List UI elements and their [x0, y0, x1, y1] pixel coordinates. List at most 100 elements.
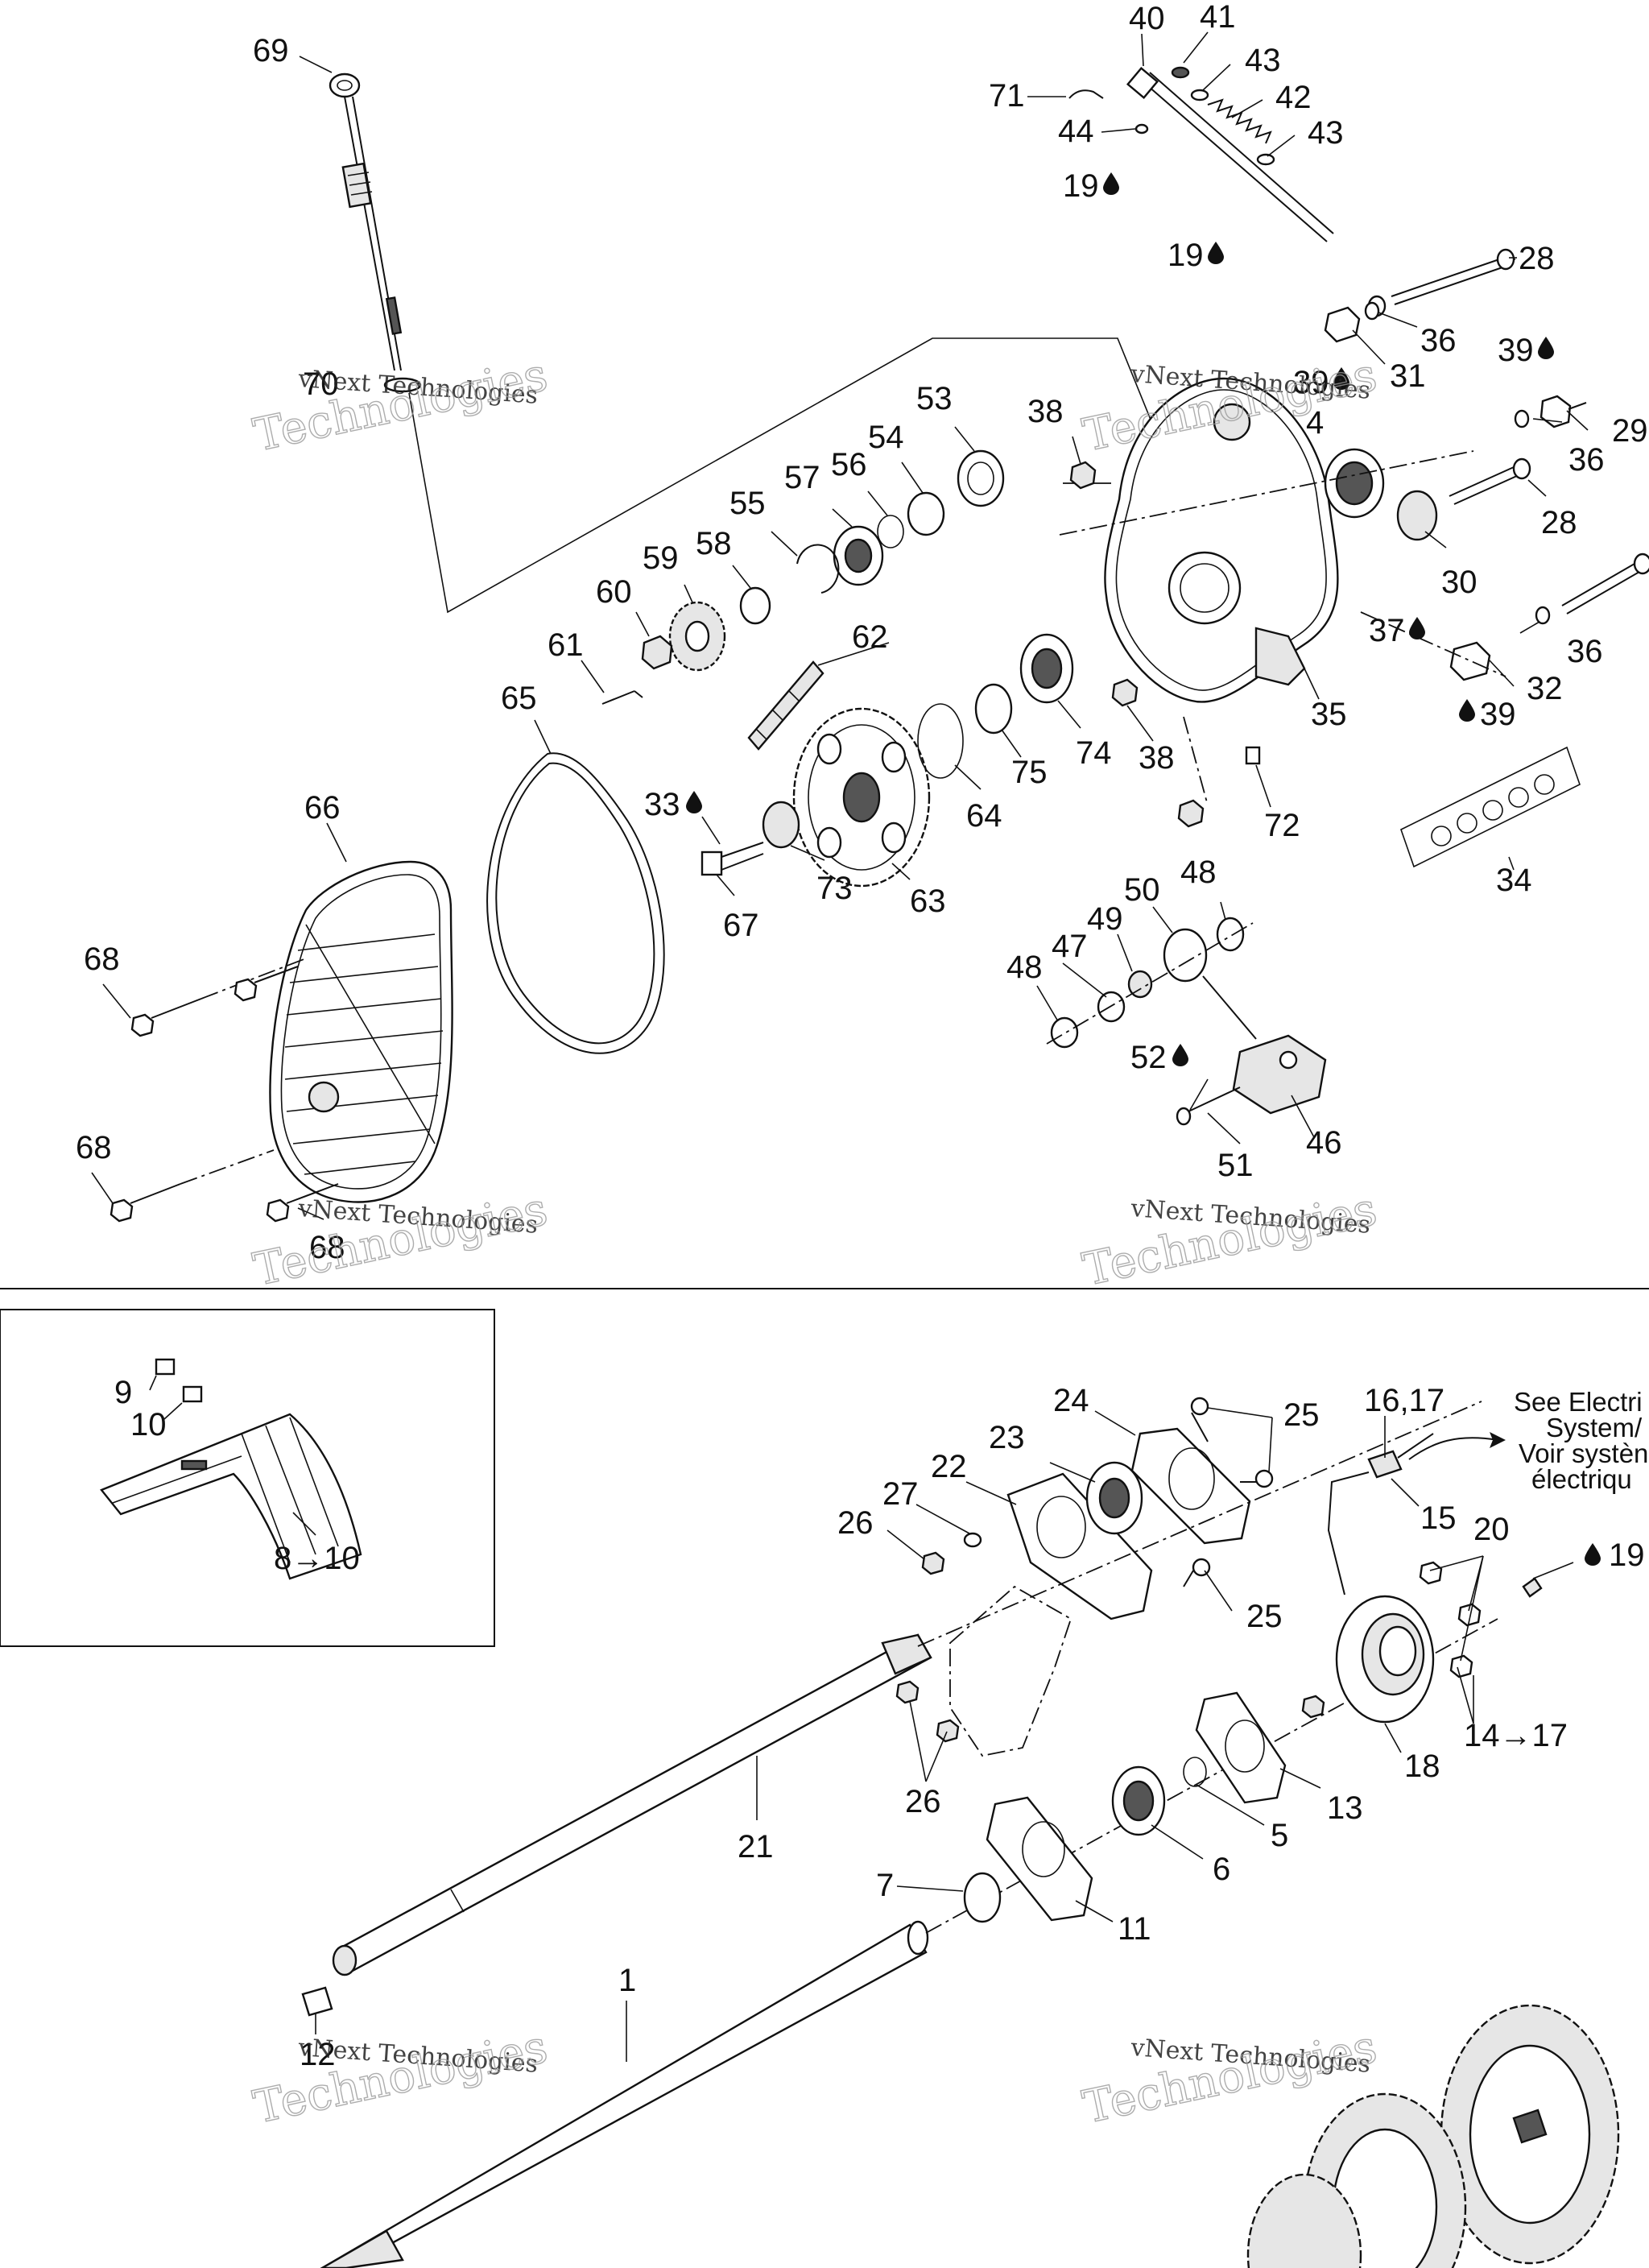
washer [739, 586, 771, 625]
grease-fitting [1522, 1577, 1543, 1598]
nut [936, 1719, 960, 1743]
label-73: 73 [816, 871, 853, 906]
nut [1111, 678, 1139, 707]
spring [1207, 98, 1272, 144]
drive-axle [320, 1920, 929, 2268]
watermark-outline: Technologies [249, 2021, 552, 2134]
bolt [1324, 248, 1515, 343]
washer [1216, 917, 1245, 952]
label-43: 43 [1308, 115, 1344, 151]
label-42: 42 [1275, 80, 1312, 115]
label-36: 36 [1420, 323, 1457, 358]
bolt [266, 1183, 339, 1223]
label-33: 33 [644, 787, 680, 822]
label-32: 32 [1527, 671, 1563, 706]
label-44: 44 [1058, 114, 1094, 149]
track-detail [100, 1358, 362, 1580]
nut [1177, 799, 1205, 828]
label-19: 19 [1063, 168, 1099, 204]
label-60: 60 [596, 574, 632, 610]
label-48: 48 [1006, 950, 1043, 985]
label-4: 4 [1306, 405, 1324, 441]
dipstick [329, 72, 422, 393]
label-70: 70 [303, 366, 339, 402]
shim-set [1400, 746, 1581, 868]
gasket [486, 752, 665, 1054]
label-71: 71 [989, 78, 1025, 114]
label-68: 68 [84, 942, 120, 977]
label-9: 9 [114, 1375, 132, 1410]
nut [895, 1680, 920, 1704]
label-8-to-10: 8→10 [274, 1541, 360, 1576]
label-40: 40 [1129, 1, 1165, 36]
label-10: 10 [130, 1407, 167, 1442]
bearing [1111, 1765, 1166, 1836]
label-37: 37 [1369, 613, 1405, 648]
label-28: 28 [1541, 505, 1577, 540]
label-41: 41 [1200, 0, 1236, 35]
label-62: 62 [852, 619, 888, 655]
bearing-flange [986, 1796, 1093, 1922]
label-55: 55 [729, 486, 766, 521]
bolt [1240, 1469, 1274, 1488]
bearing [1019, 633, 1074, 704]
drive-sprocket [1440, 2004, 1620, 2265]
label-18: 18 [1404, 1749, 1440, 1784]
washer [1364, 301, 1380, 321]
label-48: 48 [1180, 855, 1217, 890]
bearing [957, 449, 1005, 507]
cotter-pin [601, 690, 643, 705]
drive-sprocket [1246, 2173, 1362, 2268]
note-line-1: See Electri [1514, 1387, 1643, 1417]
spacer [907, 491, 945, 536]
label-53: 53 [916, 381, 953, 416]
label-26: 26 [905, 1784, 941, 1819]
bolt [1539, 395, 1587, 428]
speed-sensor [1327, 1433, 1434, 1595]
label-23: 23 [989, 1420, 1025, 1455]
note-line-3: Voir systèn [1519, 1438, 1648, 1468]
washer [1514, 409, 1530, 428]
label-39: 39 [1480, 697, 1516, 732]
washer [963, 1532, 982, 1548]
bearing [1127, 970, 1153, 999]
label-11: 11 [1118, 1911, 1151, 1947]
label-38: 38 [1027, 394, 1064, 429]
bolt [701, 842, 764, 876]
drive-chain [747, 660, 824, 751]
small-sprocket [668, 601, 726, 672]
circlip [796, 544, 840, 594]
oil-drop-icon [1409, 617, 1425, 639]
note-line-4: électriqu [1531, 1464, 1632, 1494]
label-19: 19 [1168, 238, 1204, 273]
oil-drop-icon [1172, 1044, 1188, 1066]
watermark-outline: Technologies [1078, 1183, 1381, 1297]
label-39: 39 [1293, 365, 1329, 400]
label-28: 28 [1519, 241, 1555, 276]
label-19: 19 [1609, 1538, 1645, 1573]
drive-shaft [332, 1633, 932, 1976]
idler-wheel [1163, 928, 1208, 983]
bolt [1176, 1086, 1241, 1126]
washer [1050, 1016, 1079, 1049]
label-20: 20 [1473, 1512, 1510, 1547]
label-25: 25 [1283, 1397, 1320, 1433]
label-67: 67 [723, 908, 759, 943]
label-57: 57 [784, 460, 820, 495]
part-labels: 69 70 40 41 43 42 43 71 44 19 19 28 36 3… [76, 0, 1648, 2072]
label-43: 43 [1245, 43, 1281, 78]
inset-box [0, 1309, 495, 1647]
label-46: 46 [1306, 1125, 1342, 1161]
label-63: 63 [910, 884, 946, 919]
label-56: 56 [831, 447, 867, 482]
label-50: 50 [1124, 872, 1160, 908]
label-34: 34 [1496, 863, 1532, 898]
label-59: 59 [643, 540, 679, 576]
label-24: 24 [1053, 1383, 1089, 1418]
bearing-flange [1195, 1691, 1287, 1804]
label-27: 27 [882, 1476, 919, 1512]
bushing [1396, 490, 1438, 541]
washer [1535, 606, 1551, 625]
large-sprocket [792, 707, 931, 888]
